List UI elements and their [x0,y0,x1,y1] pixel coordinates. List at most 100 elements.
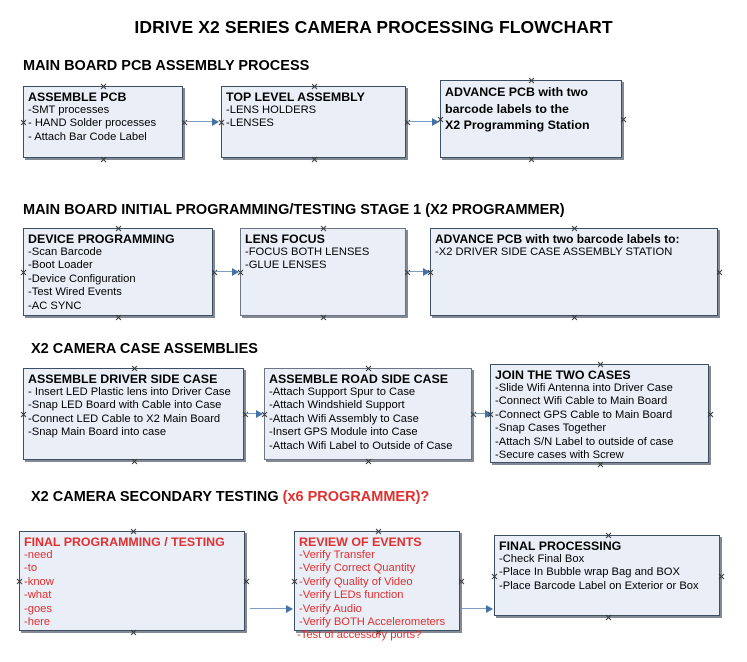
page-title: IDRIVE X2 SERIES CAMERA PROCESSING FLOWC… [134,17,613,37]
box-top-level-assembly[interactable]: TOP LEVEL ASSEMBLY -LENS HOLDERS -LENSES [221,86,406,158]
resize-handle-bottom[interactable] [100,156,107,163]
box-assemble-driver-side-case[interactable]: ASSEMBLE DRIVER SIDE CASE - Insert LED P… [23,368,244,460]
resize-handle-right[interactable] [718,573,725,580]
box-line: - Attach Bar Code Label [28,130,147,143]
box-assemble-road-side-case[interactable]: ASSEMBLE ROAD SIDE CASE -Attach Support … [264,368,472,460]
resize-handle-top[interactable] [597,361,604,368]
resize-handle-right[interactable] [620,116,627,123]
resize-handle-bottom[interactable] [130,629,137,636]
box-line: - HAND Solder processes [28,117,157,130]
box-line: -Attach Wifi Assembly to Case [269,412,419,425]
box-line: -need [24,549,53,561]
connector-review-of-events-to-final-processing [462,603,493,615]
resize-handle-left[interactable] [20,269,27,276]
box-final-processing[interactable]: FINAL PROCESSING -Check Final Box -Place… [494,535,720,616]
section-heading-x2-camera-secondary-testing: X2 CAMERA SECONDARY TESTING (x6 PROGRAMM… [31,489,429,505]
box-line: -LENSES [226,117,274,130]
box-title: ASSEMBLE DRIVER SIDE CASE [28,372,218,386]
box-line: -Boot Loader [28,259,93,272]
box-join-the-two-cases[interactable]: JOIN THE TWO CASES -Slide Wifi Antenna i… [490,364,709,463]
box-line: -Verify BOTH Accelerometers [299,616,446,629]
resize-handle-top[interactable] [115,225,122,232]
box-line: -Verify LEDs function [299,589,404,602]
box-line: -Snap Cases Together [495,422,607,435]
box-advance-pcb-to-driver-side-case-station[interactable]: ADVANCE PCB with two barcode labels to: … [430,228,718,316]
box-line: -Snap Main Board into case [28,426,167,439]
resize-handle-bottom[interactable] [605,614,612,621]
box-line: -Connect GPS Cable to Main Board [495,408,673,421]
resize-handle-bottom[interactable] [115,314,122,321]
resize-handle-bottom[interactable] [571,314,578,321]
resize-handle-left[interactable] [20,119,27,126]
resize-handle-top[interactable] [365,365,372,372]
box-line: -LENS HOLDERS [226,104,317,116]
box-line: -Verify Audio [299,602,362,615]
box-line: -know [24,575,54,588]
box-title: FINAL PROCESSING [499,539,622,553]
resize-handle-top[interactable] [320,225,327,232]
resize-handle-bottom[interactable] [320,314,327,321]
box-line: -Verify Transfer [299,549,375,561]
box-line: -what [24,589,52,602]
resize-handle-top[interactable] [528,77,535,84]
box-line: -X2 DRIVER SIDE CASE ASSEMBLY STATION [435,246,673,258]
box-line: -GLUE LENSES [245,259,327,272]
box-line: -Slide Wifi Antenna into Driver Case [495,382,673,394]
resize-handle-right[interactable] [716,269,723,276]
box-line: -SMT processes [28,104,110,116]
box-line: -to [24,562,38,575]
box-overflow-line-review-of-events: -Test of accessory ports? [297,629,422,641]
section-heading-text: MAIN BOARD PCB ASSEMBLY PROCESS [23,58,310,74]
box-line: -Attach Windshield Support [269,399,405,412]
resize-handle-top[interactable] [605,532,612,539]
resize-handle-top[interactable] [100,83,107,90]
box-line: -Scan Barcode [28,246,103,258]
box-title: TOP LEVEL ASSEMBLY [226,90,365,104]
box-title-line: barcode labels to the [445,101,569,116]
box-line: -Snap LED Board with Cable into Case [28,399,222,412]
box-device-programming[interactable]: DEVICE PROGRAMMING -Scan Barcode -Boot L… [23,228,213,316]
box-line: -Check Final Box [499,553,585,565]
connector-top-level-assembly-to-advance-pcb [408,116,439,128]
box-assemble-pcb[interactable]: ASSEMBLE PCB -SMT processes - HAND Solde… [23,86,183,158]
box-title: DEVICE PROGRAMMING [28,232,175,246]
box-title: ADVANCE PCB with two barcode labels to: [435,232,680,246]
box-line: - Insert LED Plastic lens into Driver Ca… [28,386,231,398]
box-lens-focus[interactable]: LENS FOCUS -FOCUS BOTH LENSES -GLUE LENS… [240,228,406,316]
box-title-line: ADVANCE PCB with two [445,85,588,99]
resize-handle-right[interactable] [243,578,250,585]
resize-handle-bottom[interactable] [311,156,318,163]
box-title: REVIEW OF EVENTS [299,535,422,549]
resize-handle-top[interactable] [311,83,318,90]
resize-handle-left[interactable] [218,119,225,126]
section-heading-main-board-pcb-assembly-process: MAIN BOARD PCB ASSEMBLY PROCESS [23,58,309,74]
connector-lens-focus-to-advance-pcb [408,266,430,278]
box-advance-pcb-to-x2-programming-station[interactable]: ADVANCE PCB with two barcode labels to t… [440,80,622,158]
connector-road-side-to-join-the-two-cases [474,408,492,420]
connector-driver-side-to-road-side-case [246,408,263,420]
box-line: -Device Configuration [28,272,136,285]
box-review-of-events[interactable]: REVIEW OF EVENTS -Verify Transfer -Verif… [294,531,460,631]
section-heading-x2-camera-case-assemblies: X2 CAMERA CASE ASSEMBLIES [31,341,258,357]
resize-handle-left[interactable] [20,411,27,418]
resize-handle-top[interactable] [130,528,137,535]
box-title: LENS FOCUS [245,232,325,246]
box-final-programming-testing[interactable]: FINAL PROGRAMMING / TESTING -need -to -k… [19,531,245,631]
box-title: FINAL PROGRAMMING / TESTING [24,535,225,549]
box-line: -Place In Bubble wrap Bag and BOX [499,566,680,579]
connector-final-programming-to-review-of-events [250,603,293,615]
resize-handle-bottom[interactable] [365,458,372,465]
section-heading-text: MAIN BOARD INITIAL PROGRAMMING/TESTING S… [23,202,565,218]
resize-handle-right[interactable] [458,578,465,585]
resize-handle-top[interactable] [375,528,382,535]
resize-handle-bottom[interactable] [131,458,138,465]
resize-handle-top[interactable] [571,225,578,232]
resize-handle-bottom[interactable] [528,156,535,163]
connector-device-programming-to-lens-focus [215,266,239,278]
resize-handle-left[interactable] [491,573,498,580]
box-title: ASSEMBLE PCB [28,90,127,104]
resize-handle-top[interactable] [131,365,138,372]
resize-handle-left[interactable] [291,578,298,585]
resize-handle-right[interactable] [707,411,714,418]
resize-handle-left[interactable] [16,578,23,585]
